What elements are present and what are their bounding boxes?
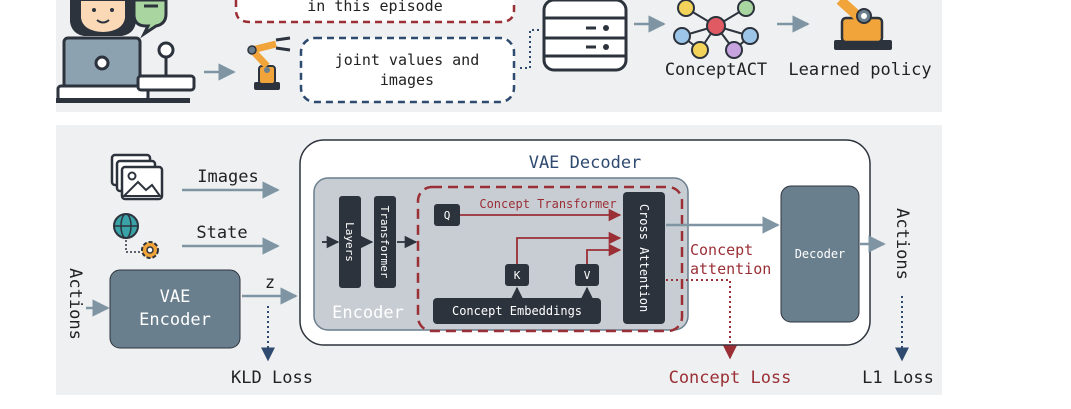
- k-block: [505, 264, 529, 286]
- concept-attention-label-line1: Concept: [690, 241, 753, 259]
- k-label: K: [514, 269, 521, 282]
- input-images-label: Images: [197, 167, 258, 187]
- neural-network-icon: [673, 0, 759, 59]
- concept-loss-label: Concept Loss: [669, 368, 792, 388]
- input-state-label: State: [196, 223, 247, 243]
- layers-label: Layers: [343, 222, 356, 262]
- joint-values-label-line1: joint values and: [335, 51, 480, 69]
- cross-attention-label: Cross Attention: [637, 204, 651, 312]
- concept-loss-connector: [666, 279, 737, 360]
- kld-loss-label: KLD Loss: [231, 368, 313, 388]
- learned-policy-label: Learned policy: [788, 60, 931, 80]
- vae-encoder-label-line1: VAE: [160, 287, 191, 307]
- images-icon: [110, 153, 164, 201]
- v-block: [575, 264, 599, 286]
- joint-values-label-line2: images: [380, 71, 434, 89]
- learned-policy-robot-icon: [834, 0, 892, 50]
- l1-loss-label: L1 Loss: [862, 368, 934, 388]
- joint-values-box: [299, 36, 516, 104]
- z-label: z: [265, 273, 275, 293]
- vae-encoder-label-line2: Encoder: [139, 310, 211, 330]
- decoder-block: [780, 185, 860, 323]
- state-globe-gear-icon: [113, 213, 159, 259]
- q-block: [434, 204, 460, 226]
- arrow-k-to-cross-attention: [516, 231, 622, 264]
- v-label: V: [584, 269, 591, 282]
- transformer-label: Transformer: [378, 206, 391, 279]
- vae-encoder-box: [109, 269, 241, 349]
- database-icon: [542, 0, 628, 72]
- layers-block: [339, 196, 361, 288]
- text-description-label: in this episode: [307, 0, 442, 15]
- vae-decoder-title: VAE Decoder: [529, 153, 642, 173]
- concept-transformer-label: Concept Transformer: [479, 197, 616, 211]
- speech-bubble-icon: [132, 0, 168, 39]
- text-description-box: [234, 0, 516, 24]
- robot-arm-icon: [247, 36, 291, 90]
- cross-attention-block: [623, 192, 665, 324]
- output-actions-label: Actions: [892, 208, 912, 280]
- dataset-connector: [520, 29, 540, 69]
- operator-illustration: [56, 0, 196, 103]
- q-label: Q: [444, 209, 451, 222]
- encoder-label: Encoder: [332, 303, 404, 323]
- input-actions-label: Actions: [65, 268, 85, 340]
- concept-attention-label-line2: attention: [690, 260, 771, 278]
- concept-embeddings-label: Concept Embeddings: [452, 304, 582, 318]
- conceptact-label: ConceptACT: [665, 60, 767, 80]
- concept-transformer-region: [416, 185, 684, 333]
- transformer-block: [374, 196, 396, 288]
- decoder-label: Decoder: [795, 247, 846, 261]
- concept-embeddings-block: [433, 298, 601, 324]
- arrow-v-to-cross-attention: [586, 243, 622, 264]
